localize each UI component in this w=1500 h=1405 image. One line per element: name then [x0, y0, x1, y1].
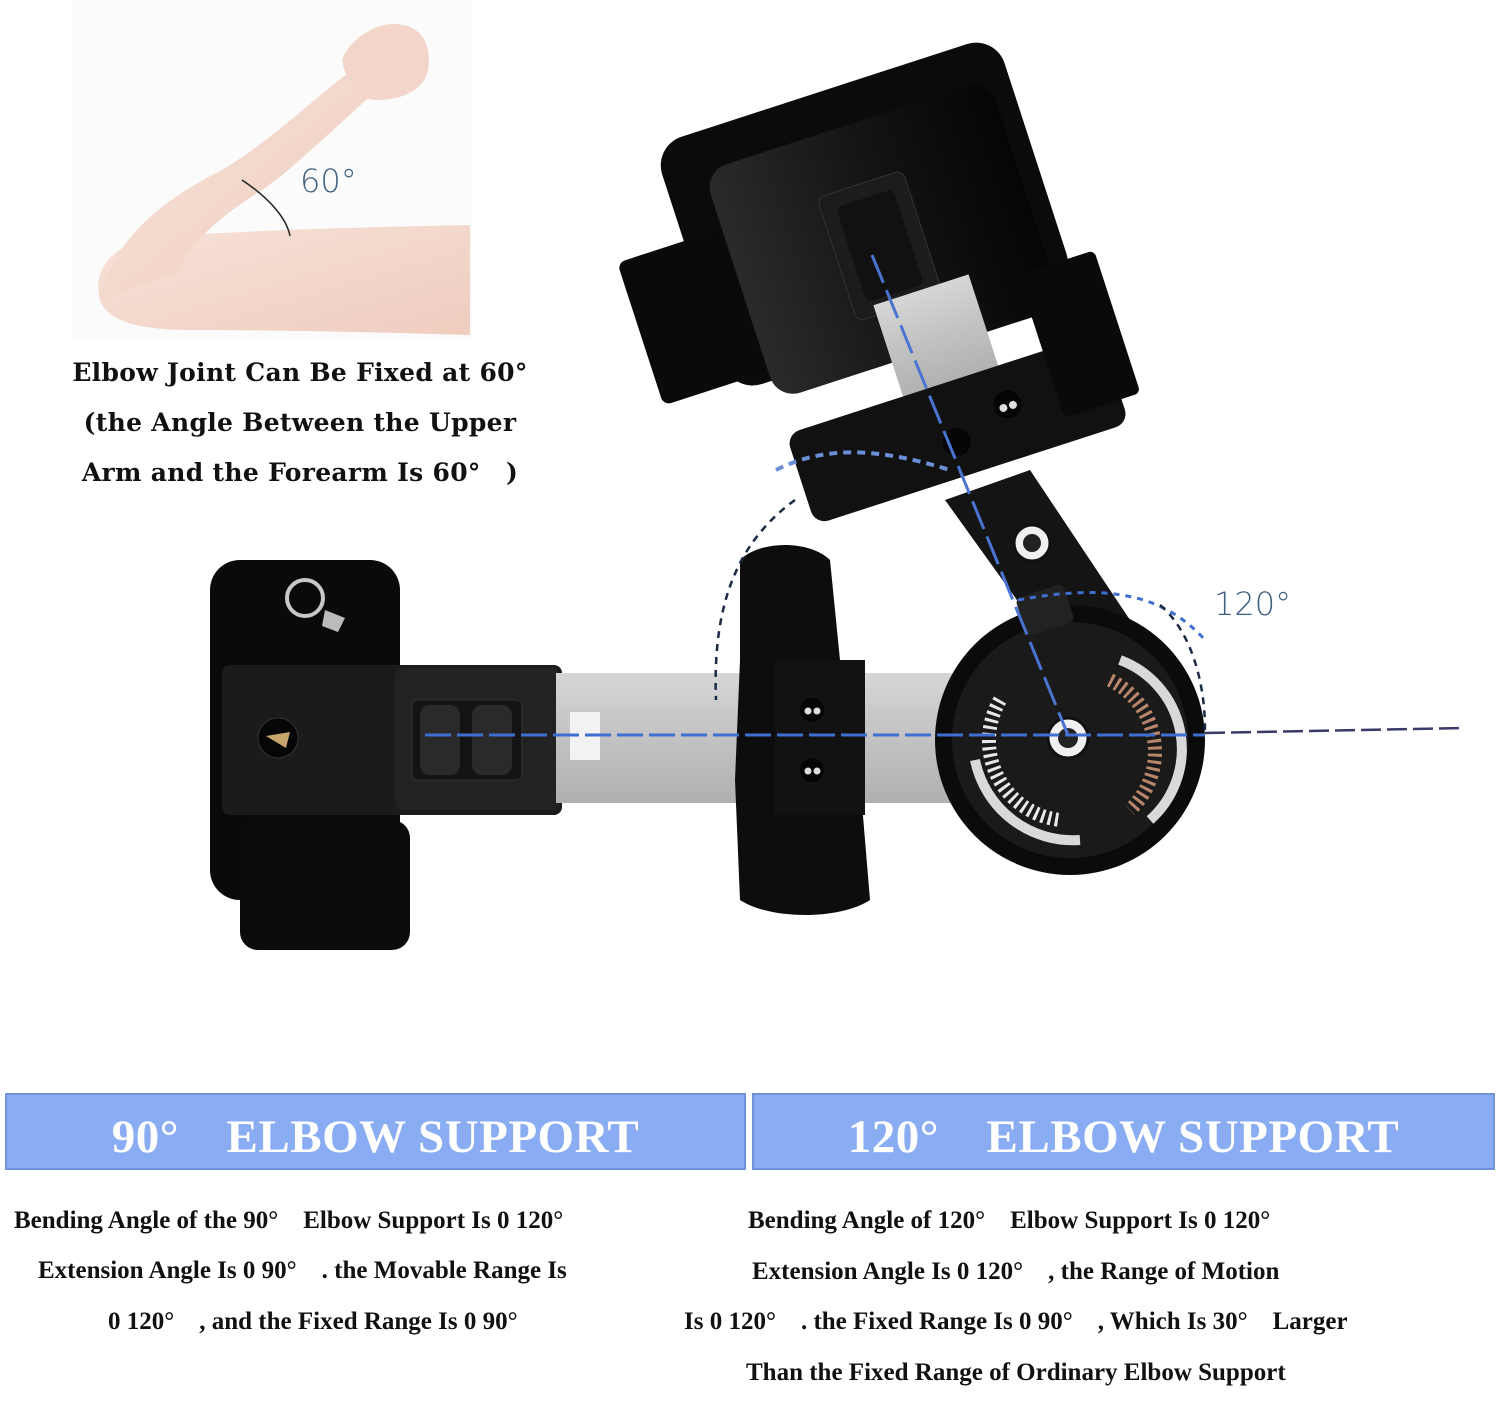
- brace-angle-label: 120°: [1214, 585, 1292, 623]
- arm-angle-label: 60°: [300, 162, 357, 200]
- banner-90-elbow-support: 90° ELBOW SUPPORT: [5, 1093, 746, 1170]
- angle-arcs: [714, 498, 1207, 731]
- caption-line-2: (the Angle Between the Upper: [83, 408, 517, 437]
- caption-line-1: Elbow Joint Can Be Fixed at 60°: [72, 358, 528, 387]
- caption-line-3: Arm and the Forearm Is 60° ): [81, 458, 519, 487]
- description-90-line-2: Extension Angle Is 0 90° . the Movable R…: [38, 1257, 567, 1284]
- description-120-line-2: Extension Angle Is 0 120° , the Range of…: [752, 1258, 1280, 1285]
- description-90: Bending Angle of the 90° Elbow Support I…: [0, 0, 567, 1335]
- forearm-cuff: [210, 560, 562, 950]
- description-120-line-1: Bending Angle of 120° Elbow Support Is 0…: [748, 1207, 1271, 1234]
- banner-120-elbow-support: 120° ELBOW SUPPORT: [752, 1093, 1495, 1170]
- description-120-line-3: Is 0 120° . the Fixed Range Is 0 90° , W…: [684, 1308, 1348, 1335]
- arm-drawing: [98, 24, 470, 335]
- banner-90-title: 90° ELBOW SUPPORT: [111, 1111, 640, 1163]
- description-90-line-1: Bending Angle of the 90° Elbow Support I…: [14, 1207, 564, 1234]
- description-90-line-3: 0 120° , and the Fixed Range Is 0 90°: [108, 1308, 518, 1335]
- bent-arm-illustration: [72, 0, 472, 340]
- description-120: Bending Angle of 120° Elbow Support Is 0…: [0, 0, 1348, 1386]
- elbow-brace-illustration: [210, 42, 1466, 950]
- upper-strap: [789, 251, 1139, 522]
- upper-metal-bar: [873, 274, 1000, 401]
- forearm-strap: [735, 545, 870, 915]
- banner-120-title: 120° ELBOW SUPPORT: [847, 1111, 1400, 1163]
- hinge-dial: [935, 523, 1205, 875]
- angle-guide-lines: [425, 254, 1466, 737]
- description-120-line-4: Than the Fixed Range of Ordinary Elbow S…: [746, 1359, 1286, 1386]
